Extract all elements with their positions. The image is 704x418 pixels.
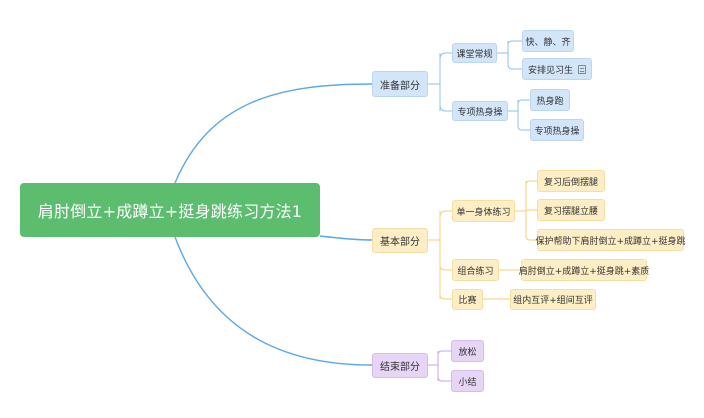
link-single-3 xyxy=(525,235,537,241)
match-label: 比赛 xyxy=(458,296,477,306)
end-item-1[interactable]: 放松 xyxy=(451,340,484,362)
basic-section-label: 基本部分 xyxy=(380,237,420,248)
single-exercise-label: 单一身体练习 xyxy=(456,207,511,218)
single-item-2-label: 复习摆腿立腰 xyxy=(543,206,598,217)
link-basic-match xyxy=(439,294,452,300)
single-item-2[interactable]: 复习摆腿立腰 xyxy=(537,199,605,221)
link-prep-classroom xyxy=(439,52,452,60)
warmup-node[interactable]: 专项热身操 xyxy=(452,101,508,121)
prep-section[interactable]: 准备部分 xyxy=(372,71,428,97)
note-icon[interactable] xyxy=(578,64,586,74)
warmup-item-1-label: 热身跑 xyxy=(536,96,564,107)
single-item-1[interactable]: 复习后倒摆腿 xyxy=(537,170,605,192)
link-single-1 xyxy=(525,180,537,186)
single-item-1-label: 复习后倒摆腿 xyxy=(543,177,598,188)
root-topic[interactable]: 肩肘倒立+成蹲立+挺身跳练习方法1 xyxy=(20,183,320,237)
combo-item-1[interactable]: 肩肘倒立+成蹲立+挺身跳+素质 xyxy=(518,259,650,281)
link-classroom-1 xyxy=(507,40,522,46)
link-root-prep xyxy=(174,83,373,184)
link-root-end xyxy=(174,236,373,366)
classroom-item-1[interactable]: 快、静、齐 xyxy=(522,30,574,52)
link-warmup-2 xyxy=(517,125,530,131)
combo-item-1-label: 肩肘倒立+成蹲立+挺身跳+素质 xyxy=(518,266,650,277)
match-node[interactable]: 比赛 xyxy=(452,289,483,310)
link-prep-warmup xyxy=(439,104,452,112)
classroom-item-2-label: 安排见习生 xyxy=(527,65,573,76)
link-classroom-2 xyxy=(507,63,522,70)
end-item-2-label: 小结 xyxy=(458,377,477,388)
link-basic-single xyxy=(439,210,452,218)
warmup-item-1[interactable]: 热身跑 xyxy=(530,89,570,111)
link-classroom-split xyxy=(497,41,509,64)
link-end-1 xyxy=(437,350,451,356)
link-end-2 xyxy=(437,376,451,382)
end-item-2[interactable]: 小结 xyxy=(451,370,484,392)
root-topic-label: 肩肘倒立+成蹲立+挺身跳练习方法1 xyxy=(37,202,303,221)
link-root-basic xyxy=(319,235,373,241)
link-single-split xyxy=(515,181,527,238)
combo-exercise-label: 组合练习 xyxy=(457,266,494,277)
link-warmup-1 xyxy=(517,99,530,105)
end-section-label: 结束部分 xyxy=(380,362,420,373)
warmup-item-2[interactable]: 专项热身操 xyxy=(530,119,584,141)
match-item-1-label: 组内互评+组间互评 xyxy=(513,296,593,306)
classroom-routine-label: 课堂常规 xyxy=(456,49,493,60)
warmup-label: 专项热身操 xyxy=(457,107,503,118)
link-prep-split xyxy=(428,53,441,111)
warmup-item-2-label: 专项热身操 xyxy=(534,126,580,137)
basic-section[interactable]: 基本部分 xyxy=(372,228,428,253)
single-item-3[interactable]: 保护帮助下肩肘倒立+成蹲立+挺身跳 xyxy=(535,229,686,251)
classroom-item-2[interactable]: 安排见习生 xyxy=(522,58,592,80)
single-item-3-label: 保护帮助下肩肘倒立+成蹲立+挺身跳 xyxy=(535,236,686,247)
combo-exercise-node[interactable]: 组合练习 xyxy=(452,259,499,281)
prep-section-label: 准备部分 xyxy=(380,80,420,92)
end-section[interactable]: 结束部分 xyxy=(372,353,428,378)
single-exercise-node[interactable]: 单一身体练习 xyxy=(452,200,515,222)
link-end-split xyxy=(428,351,439,381)
link-basic-combo xyxy=(439,265,452,271)
link-warmup-split xyxy=(508,100,519,126)
classroom-item-1-label: 快、静、齐 xyxy=(525,37,571,48)
end-item-1-label: 放松 xyxy=(458,347,477,358)
match-item-1[interactable]: 组内互评+组间互评 xyxy=(510,289,596,310)
classroom-routine-node[interactable]: 课堂常规 xyxy=(452,43,497,63)
link-basic-split xyxy=(428,211,441,299)
